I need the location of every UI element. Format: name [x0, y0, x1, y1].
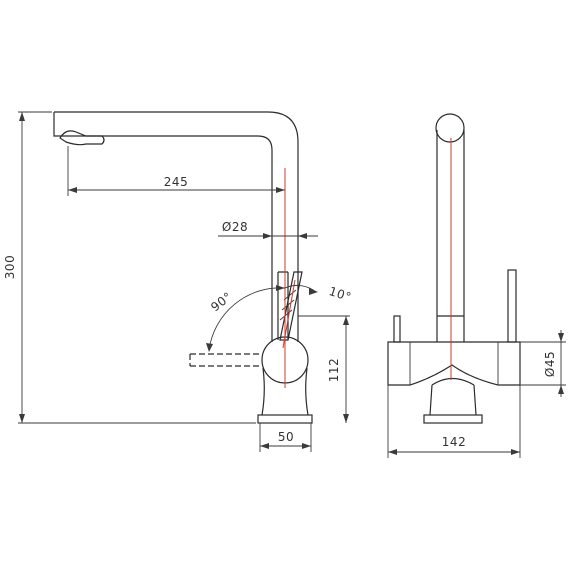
front-lever-left [393, 315, 401, 343]
spout-tip [53, 112, 60, 137]
aerator [59, 130, 105, 146]
front-spout-top [435, 113, 465, 143]
dim-spout-reach: 245 [67, 146, 285, 196]
side-view [53, 111, 313, 424]
dim-label-d45: Ø45 [543, 351, 557, 377]
front-view [387, 113, 521, 424]
dim-base-width: 50 [259, 423, 312, 452]
lever-upright [277, 271, 289, 340]
side-axis-tilted [282, 279, 296, 349]
front-spout-column [436, 130, 465, 342]
dim-rotation-90: 90° [206, 285, 286, 352]
spout-outline [54, 111, 299, 270]
lever-tilted [279, 271, 303, 341]
front-neck [429, 377, 477, 416]
front-body [387, 341, 521, 386]
spout-inner-outline [60, 135, 273, 342]
dim-label-90deg: 90° [208, 289, 235, 314]
dim-tilt-10: 10° [284, 284, 353, 304]
dim-label-50: 50 [278, 430, 294, 444]
dim-label-142: 142 [442, 435, 466, 449]
front-base-plate [423, 414, 483, 424]
dim-label-300: 300 [3, 255, 17, 279]
dim-height-total: 300 [3, 111, 256, 424]
body-neck [261, 367, 309, 416]
dim-label-10deg: 10° [327, 284, 353, 304]
dim-label-112: 112 [327, 358, 341, 382]
dim-body-height: 112 [298, 315, 350, 423]
dim-body-diameter: Ø45 [520, 330, 566, 397]
lever-hatch [279, 289, 297, 321]
base-plate [257, 414, 313, 424]
dim-overall-width: 142 [387, 385, 521, 458]
dim-spout-diameter: Ø28 [218, 220, 318, 239]
lever-rotated [189, 353, 262, 367]
front-body-shading [409, 342, 499, 385]
dim-label-245: 245 [164, 175, 188, 189]
dim-label-d28: Ø28 [222, 220, 248, 234]
front-lever-right [507, 269, 517, 343]
